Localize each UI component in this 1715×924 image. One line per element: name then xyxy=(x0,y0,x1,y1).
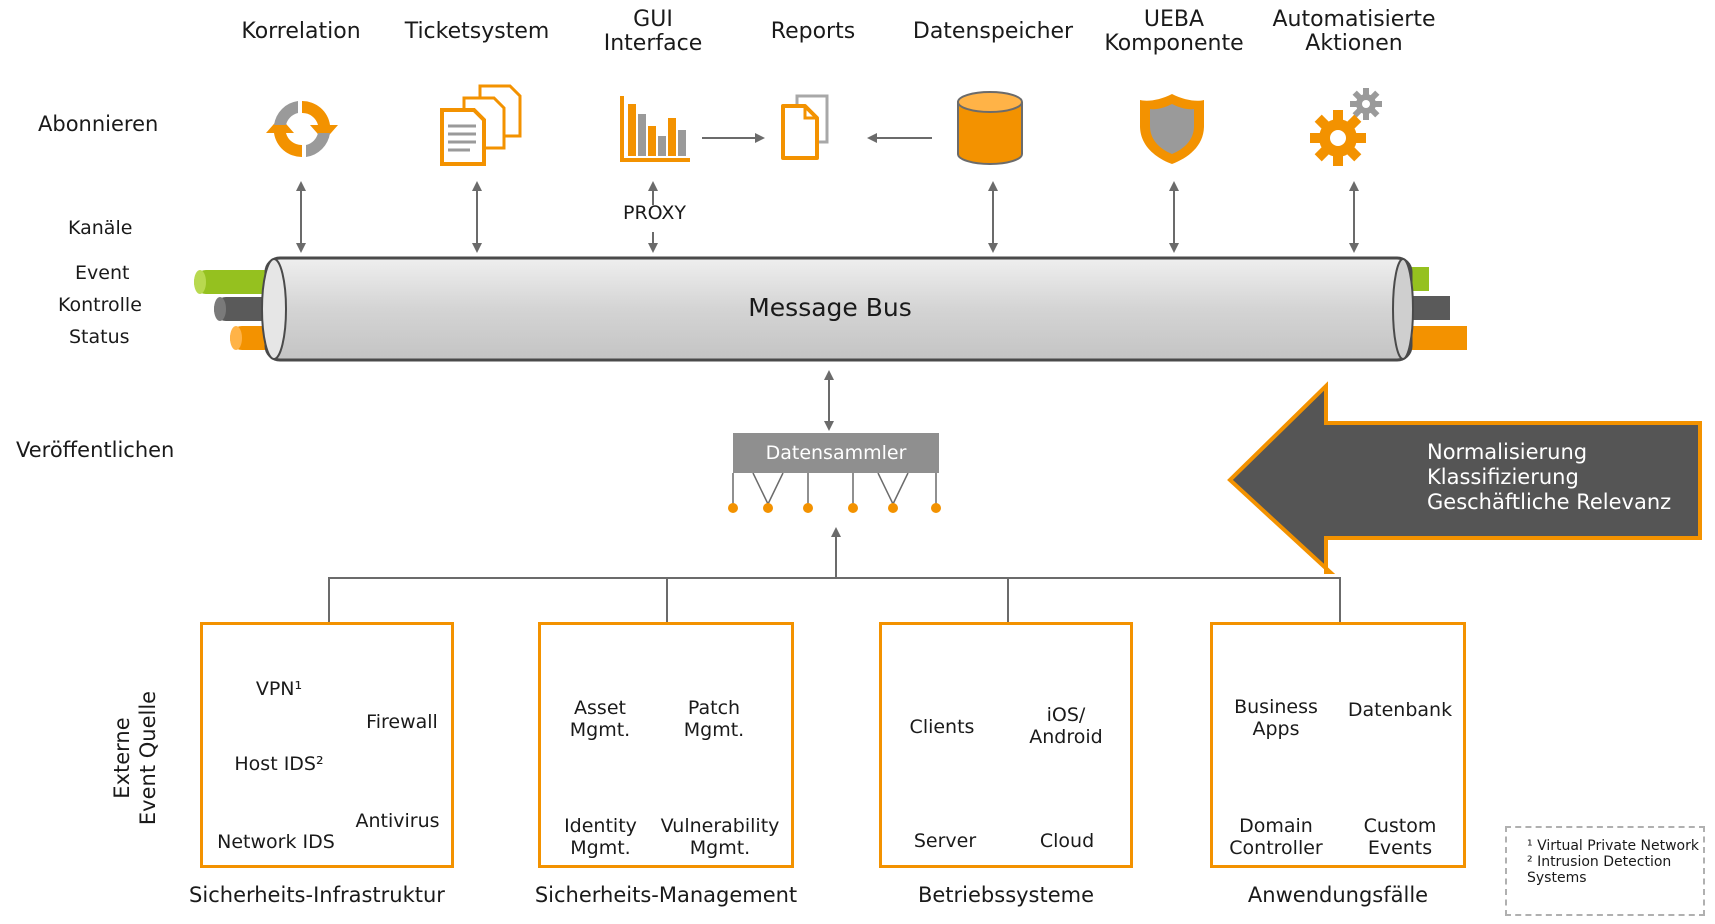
label-ios-android: iOS/Android xyxy=(1029,704,1103,748)
document-icon xyxy=(781,94,829,160)
label-proxy: PROXY xyxy=(623,202,687,224)
datensammler-dots xyxy=(728,503,941,513)
label-aktionen-line1: Automatisierte xyxy=(1272,7,1436,32)
normalisierung-line1: Normalisierung xyxy=(1427,440,1588,464)
label-server: Server xyxy=(913,830,977,852)
refresh-icon xyxy=(266,100,338,158)
label-externe-event-quelle: Externe Event Quelle xyxy=(110,690,160,826)
footnote-ids: ² Intrusion Detection Systems xyxy=(1527,854,1672,886)
label-network-ids: Network IDS xyxy=(217,831,335,853)
label-ticketsystem: Ticketsystem xyxy=(404,19,550,44)
label-host-ids: Host IDS² xyxy=(234,753,324,775)
label-clients: Clients xyxy=(909,716,975,738)
label-kontrolle: Kontrolle xyxy=(58,294,142,316)
normalisierung-text: Normalisierung Klassifizierung Geschäftl… xyxy=(1427,440,1671,515)
label-ueba-line2: Komponente xyxy=(1104,31,1244,56)
label-event: Event xyxy=(75,262,130,284)
datensammler: Datensammler xyxy=(733,433,939,473)
normalisierung-arrow xyxy=(1227,381,1702,574)
label-vpn: VPN¹ xyxy=(255,678,303,700)
group-sicherheits-management xyxy=(538,622,794,868)
message-bus xyxy=(261,256,1414,362)
group-betriebssysteme xyxy=(879,622,1133,868)
label-antivirus: Antivirus xyxy=(355,810,440,832)
label-korrelation: Korrelation xyxy=(241,19,361,44)
datensammler-prongs xyxy=(732,472,937,505)
database-icon xyxy=(957,91,1023,165)
subscriber-links xyxy=(296,133,1359,431)
normalisierung-line2: Klassifizierung xyxy=(1427,465,1579,489)
label-gui-line1: GUI xyxy=(633,7,673,32)
group-sicherheits-infrastruktur xyxy=(200,622,454,868)
label-message-bus: Message Bus xyxy=(748,293,912,322)
source-tree xyxy=(328,527,1341,622)
label-veroeffentlichen: Veröffentlichen xyxy=(16,438,175,462)
title-anwendungsfaelle: Anwendungsfälle xyxy=(1247,883,1429,907)
label-ueba-line1: UEBA xyxy=(1143,7,1205,32)
footnote: ¹ Virtual Private Network ² Intrusion De… xyxy=(1505,826,1705,916)
label-datenbank: Datenbank xyxy=(1347,699,1453,721)
group-anwendungsfaelle xyxy=(1210,622,1466,868)
label-gui-line2: Interface xyxy=(603,31,703,56)
normalisierung-line3: Geschäftliche Relevanz xyxy=(1427,490,1672,514)
documents-icon xyxy=(440,84,522,166)
label-kanaele: Kanäle xyxy=(68,217,133,239)
footnote-vpn: ¹ Virtual Private Network xyxy=(1527,838,1699,854)
title-sicherheits-infrastruktur: Sicherheits-Infrastruktur xyxy=(189,883,445,907)
label-abonnieren: Abonnieren xyxy=(38,112,159,136)
pipe-event-left xyxy=(194,270,276,294)
title-sicherheits-management: Sicherheits-Management xyxy=(534,883,798,907)
label-reports: Reports xyxy=(770,19,856,44)
gears-icon xyxy=(1310,88,1382,166)
title-betriebssysteme: Betriebssysteme xyxy=(917,883,1095,907)
shield-icon xyxy=(1140,94,1204,164)
label-firewall: Firewall xyxy=(366,711,438,733)
bar-chart-icon xyxy=(620,96,690,162)
label-status: Status xyxy=(69,326,130,348)
label-cloud: Cloud xyxy=(1039,830,1095,852)
pipe-kontrolle-left xyxy=(214,297,276,321)
label-aktionen-line2: Aktionen xyxy=(1305,31,1403,56)
label-datenspeicher: Datenspeicher xyxy=(912,19,1074,44)
